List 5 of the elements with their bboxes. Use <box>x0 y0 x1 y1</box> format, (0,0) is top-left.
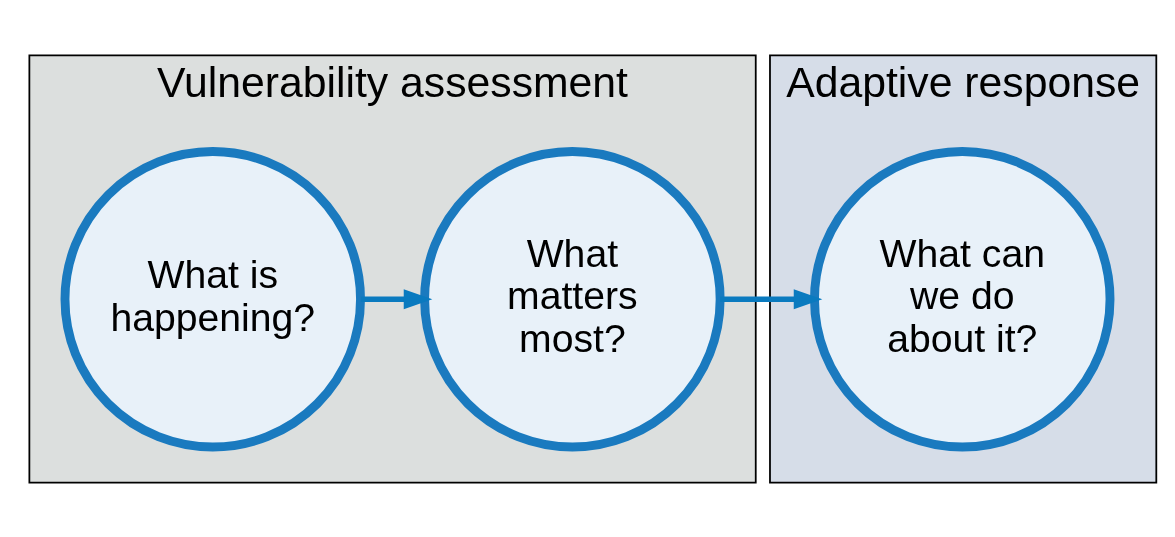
arrow <box>360 288 433 309</box>
node-circle: What is happening? <box>60 146 365 451</box>
node-circle: What can we do about it? <box>810 146 1115 451</box>
arrow <box>720 288 823 309</box>
node-circle: What matters most? <box>420 146 725 451</box>
